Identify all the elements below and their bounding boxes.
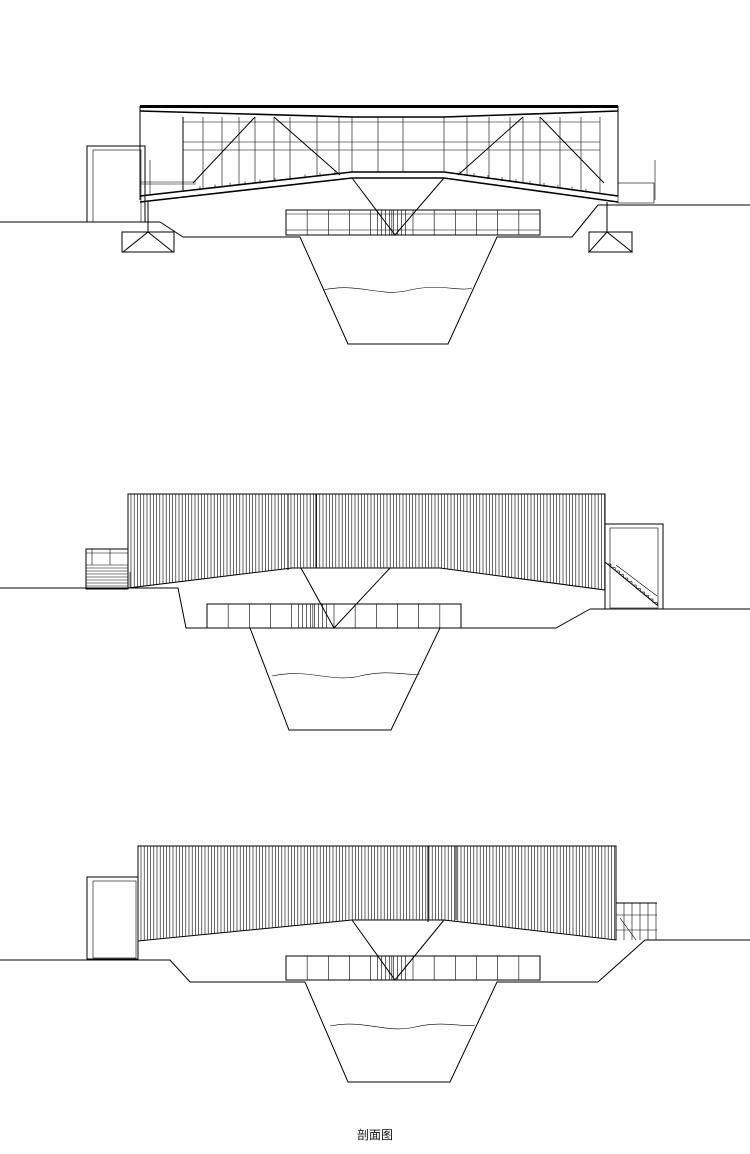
right-annex-2 (604, 523, 664, 610)
footing-right-base (588, 231, 633, 253)
water-line (322, 286, 473, 293)
footing-left-base (121, 231, 175, 253)
section-3 (0, 845, 750, 1083)
canal-outline (159, 204, 599, 345)
vertical-siding-3 (140, 846, 615, 941)
planter-box (617, 182, 655, 204)
left-annex (86, 145, 146, 223)
floor-deck-top (139, 171, 619, 197)
facade-joints-2 (287, 494, 317, 570)
right-railing-3 (615, 902, 657, 941)
canal-outline-2 (160, 587, 591, 731)
footing-left (121, 202, 175, 253)
floor-steps (199, 170, 587, 193)
right-stair-2 (604, 561, 658, 606)
left-annex-inner-3 (92, 880, 137, 959)
drawing-caption: 剖面图 (356, 1128, 393, 1142)
stair-handrail (615, 564, 658, 597)
section-2 (0, 493, 750, 731)
rail-posts (149, 160, 656, 200)
truss-right (457, 116, 605, 184)
floor-deck-bottom (139, 177, 619, 203)
facade-joints-3 (427, 846, 457, 922)
water-line-2 (271, 672, 421, 679)
lower-deck-bars-3 (306, 956, 520, 980)
rail-left (140, 181, 196, 185)
facade-outline-2 (127, 493, 606, 591)
left-annex-inner (92, 149, 142, 223)
footing-right (587, 202, 634, 253)
water-line-3 (329, 1023, 476, 1030)
left-annex-3 (86, 876, 139, 960)
left-stair-2 (86, 549, 131, 588)
canal-outline-3 (155, 939, 646, 1083)
lower-deck-bars (306, 210, 520, 235)
v-support (351, 177, 445, 236)
section-1 (0, 105, 750, 345)
glazing-grid (182, 117, 619, 196)
left-stair-box-2 (85, 548, 129, 590)
lower-deck-bars-2 (227, 604, 441, 628)
truss-left (192, 116, 341, 184)
v-support-3 (351, 919, 445, 981)
rail-diagonal (619, 917, 637, 941)
vertical-siding-2 (130, 494, 605, 590)
roof-slab (140, 105, 618, 108)
right-annex-inner-2 (609, 527, 659, 609)
roof-bottom (139, 110, 619, 118)
stair-stringer (604, 561, 658, 606)
